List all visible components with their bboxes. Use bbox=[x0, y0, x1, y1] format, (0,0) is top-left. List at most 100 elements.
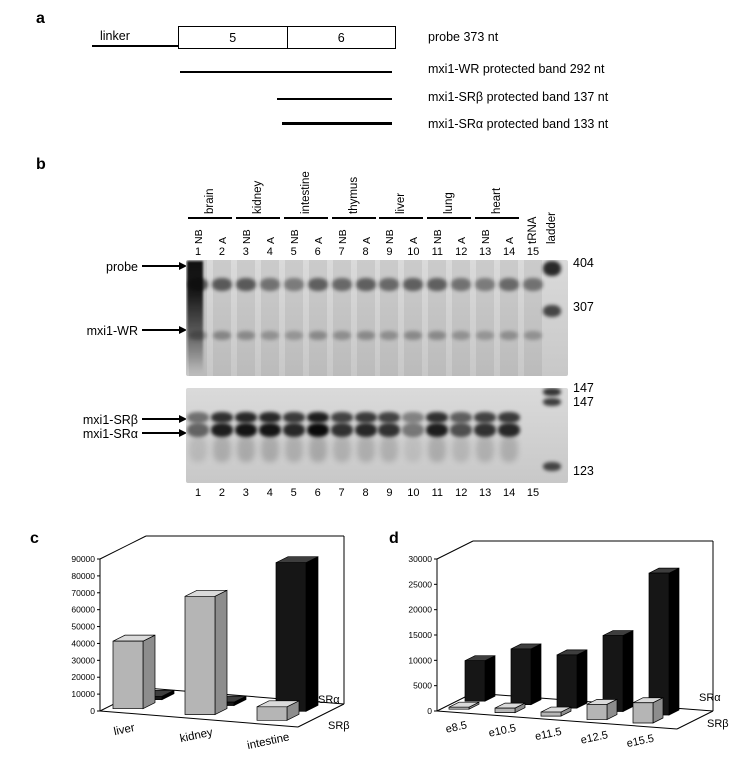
lane-number-top: 3 bbox=[242, 246, 249, 258]
y-tick-label: 15000 bbox=[408, 630, 432, 640]
sra-band-lane-9 bbox=[378, 423, 401, 437]
band-tail-lane-13 bbox=[476, 436, 495, 462]
bar-SRβ-e11.5 bbox=[540, 706, 572, 717]
linker-label: linker bbox=[100, 29, 130, 43]
panel-d-label: d bbox=[389, 530, 399, 547]
band-tail-lane-6 bbox=[308, 436, 327, 462]
band-tail-lane-3 bbox=[236, 436, 255, 462]
marker-147b: 147 bbox=[573, 395, 594, 409]
sra-band-lane-10 bbox=[402, 423, 425, 437]
probe-segment-5: 5 bbox=[179, 27, 288, 48]
lane-number-bottom: 12 bbox=[455, 487, 468, 499]
tissue-label-lung: lung bbox=[443, 192, 456, 214]
lane-type-label: NB bbox=[193, 229, 205, 244]
probe-band-lane-14 bbox=[499, 278, 520, 291]
wr-band-lane-11 bbox=[428, 331, 447, 340]
lane-number-bottom: 2 bbox=[218, 487, 225, 499]
probe-band-lane-8 bbox=[355, 278, 376, 291]
srb-band-lane-14 bbox=[498, 412, 521, 423]
tissue-label-kidney: kidney bbox=[251, 180, 264, 214]
category-label-e10.5: e10.5 bbox=[488, 722, 517, 739]
band-tail-lane-11 bbox=[428, 436, 447, 462]
sra-band-line bbox=[282, 122, 392, 125]
lane-type-label: A bbox=[216, 236, 229, 244]
wr-band-lane-6 bbox=[308, 331, 327, 340]
y-tick-label: 20000 bbox=[408, 605, 432, 615]
category-label-e8.5: e8.5 bbox=[445, 719, 468, 735]
lane-streak bbox=[284, 260, 303, 376]
lane-type-label: A bbox=[456, 236, 469, 244]
sra-band-lane-7 bbox=[330, 423, 353, 437]
probe-arrow bbox=[142, 262, 187, 270]
tissue-underline-lung bbox=[427, 217, 472, 219]
bar-SRα-e10.5 bbox=[510, 643, 542, 706]
lane-streak bbox=[476, 260, 495, 376]
chart-c: 0100002000030000400005000060000700008000… bbox=[71, 535, 350, 752]
bar-SRβ-kidney bbox=[184, 589, 228, 716]
sra-band-lane-12 bbox=[450, 423, 473, 437]
marker-404: 404 bbox=[573, 256, 594, 270]
series-label-SRβ: SRβ bbox=[328, 720, 350, 732]
probe-box: 5 6 bbox=[178, 26, 396, 49]
probe-band-lane-6 bbox=[307, 278, 328, 291]
srb-band-line bbox=[277, 98, 392, 100]
probe-band-lane-2 bbox=[211, 278, 232, 291]
chart-frame-line bbox=[436, 540, 474, 560]
lane-type-label: NB bbox=[432, 229, 445, 244]
wr-arrow bbox=[142, 326, 187, 334]
marker-147a: 147 bbox=[573, 381, 594, 395]
tissue-underline-liver bbox=[379, 217, 424, 219]
srb-band-lane-5 bbox=[282, 412, 305, 423]
wr-band-lane-8 bbox=[356, 331, 375, 340]
y-tick-label: 80000 bbox=[71, 571, 95, 581]
wr-band-lane-2 bbox=[212, 331, 231, 340]
tissue-underline-heart bbox=[475, 217, 520, 219]
srb-band-lane-12 bbox=[450, 412, 473, 423]
band-tail-lane-4 bbox=[260, 436, 279, 462]
band-tail-lane-2 bbox=[212, 436, 231, 462]
bar-SRβ-e15.5 bbox=[632, 697, 664, 724]
lane-number-top: 12 bbox=[455, 246, 468, 258]
y-tick-label: 0 bbox=[90, 706, 95, 716]
sra-band-lane-6 bbox=[306, 423, 329, 437]
bar-SRβ-e8.5 bbox=[448, 701, 480, 710]
probe-band-lane-15 bbox=[523, 278, 544, 291]
lane-number-top: 11 bbox=[431, 246, 443, 258]
bar-SRα-e12.5 bbox=[602, 629, 634, 713]
srb-band-lane-2 bbox=[210, 412, 233, 423]
lane-type-label: A bbox=[264, 236, 277, 244]
wr-caption: mxi1-WR protected band 292 nt bbox=[428, 62, 605, 76]
probe-band-lane-4 bbox=[259, 278, 280, 291]
tissue-underline-brain bbox=[187, 217, 232, 219]
chart-frame-line bbox=[676, 710, 714, 730]
y-tick-label: 25000 bbox=[408, 579, 432, 589]
bar-SRα-e8.5 bbox=[464, 655, 496, 702]
probe-band-lane-11 bbox=[427, 278, 448, 291]
probe-band-lane-9 bbox=[379, 278, 400, 291]
y-tick-label: 70000 bbox=[71, 588, 95, 598]
chart-frame-line bbox=[297, 703, 345, 728]
category-label-liver: liver bbox=[113, 722, 136, 738]
lane-number-top: 1 bbox=[194, 246, 202, 258]
lane-type-label: NB bbox=[384, 229, 397, 244]
tissue-label-liver: liver bbox=[395, 192, 408, 214]
lane-number-top: 5 bbox=[290, 246, 297, 258]
tissue-label-tRNA: tRNA bbox=[527, 216, 540, 244]
sra-band-lane-3 bbox=[234, 423, 257, 437]
srb-band-lane-4 bbox=[258, 412, 281, 423]
linker-line bbox=[92, 45, 178, 47]
wr-band-line bbox=[180, 71, 392, 73]
band-tail-lane-9 bbox=[380, 436, 399, 462]
sra-row-label: mxi1-SRα bbox=[82, 427, 138, 441]
y-tick-label: 30000 bbox=[408, 554, 432, 564]
marker-307: 307 bbox=[573, 300, 594, 314]
chart-frame-line bbox=[99, 535, 147, 560]
lane-type-label: A bbox=[504, 236, 517, 244]
wr-band-lane-5 bbox=[284, 331, 303, 340]
sra-band-lane-13 bbox=[474, 423, 497, 437]
marker-123: 123 bbox=[573, 464, 594, 478]
probe-band-lane-5 bbox=[283, 278, 304, 291]
ladder-band-307 bbox=[543, 305, 561, 317]
bar-SRβ-liver bbox=[112, 634, 156, 710]
